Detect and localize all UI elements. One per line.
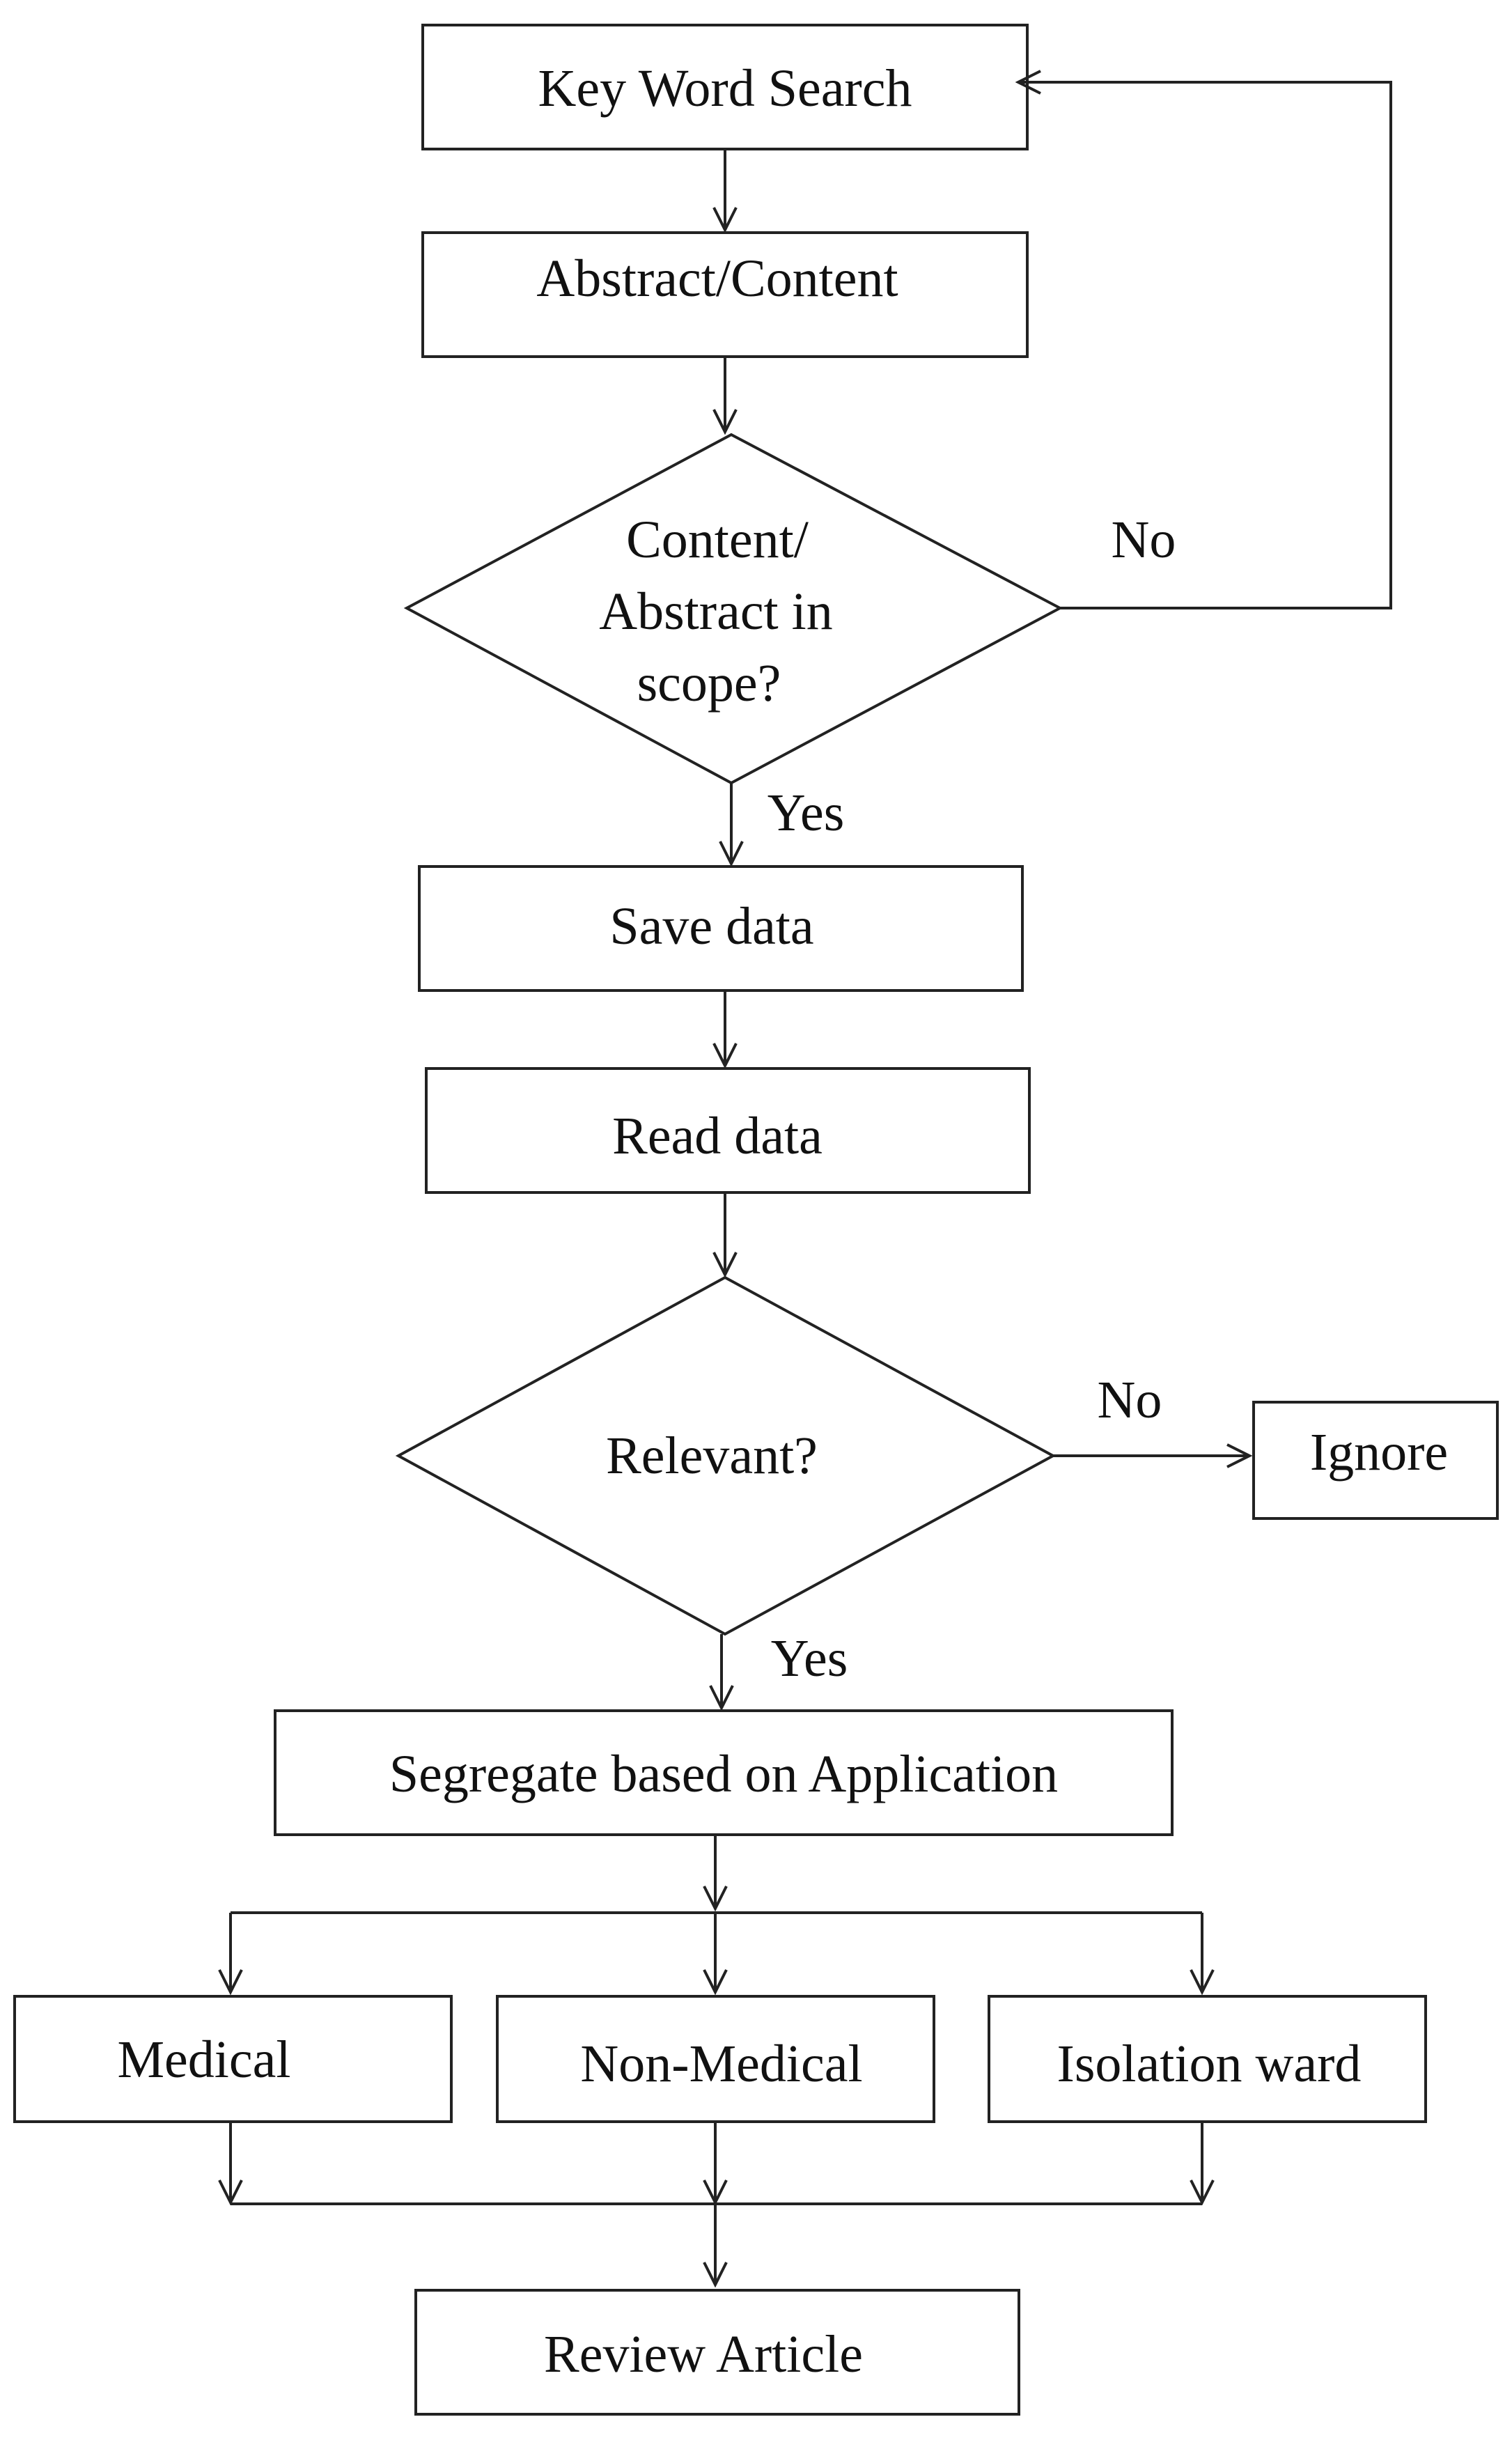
relevant-decision-label: Relevant?	[606, 1427, 818, 1485]
scope-decision-line-2: Abstract in	[599, 582, 833, 641]
relevant-decision: Relevant?	[395, 1275, 1057, 1636]
relevant-no-label: No	[1098, 1371, 1162, 1429]
ignore-box: Ignore	[1252, 1401, 1499, 1520]
save-data-label: Save data	[609, 897, 813, 956]
scope-decision-line-1: Content/	[626, 511, 809, 569]
medical-box: Medical	[13, 1995, 453, 2123]
abstract-content-label: Abstract/Content	[536, 249, 898, 308]
key-word-search-box: Key Word Search	[421, 24, 1029, 150]
non-medical-box: Non-Medical	[496, 1995, 935, 2123]
scope-decision-line-3: scope?	[637, 654, 781, 713]
read-data-label: Read data	[612, 1107, 823, 1165]
scope-decision: Content/ Abstract in scope?	[403, 433, 1063, 785]
review-article-label: Review Article	[544, 2325, 863, 2384]
read-data-box: Read data	[425, 1067, 1031, 1194]
ignore-label: Ignore	[1310, 1423, 1448, 1482]
isolation-ward-box: Isolation ward	[988, 1995, 1427, 2123]
save-data-box: Save data	[418, 865, 1024, 992]
isolation-ward-label: Isolation ward	[1057, 2035, 1362, 2093]
abstract-content-box: Abstract/Content	[421, 231, 1029, 358]
review-article-box: Review Article	[414, 2289, 1020, 2416]
scope-no-label: No	[1112, 511, 1176, 569]
segregate-box: Segregate based on Application	[274, 1709, 1174, 1836]
scope-yes-label: Yes	[767, 784, 845, 842]
scope-no-loop-arrow	[1018, 82, 1392, 609]
key-word-search-label: Key Word Search	[538, 59, 912, 118]
segregate-label: Segregate based on Application	[389, 1745, 1058, 1803]
medical-label: Medical	[117, 2030, 290, 2089]
non-medical-label: Non-Medical	[580, 2035, 862, 2093]
relevant-yes-label: Yes	[771, 1629, 848, 1688]
